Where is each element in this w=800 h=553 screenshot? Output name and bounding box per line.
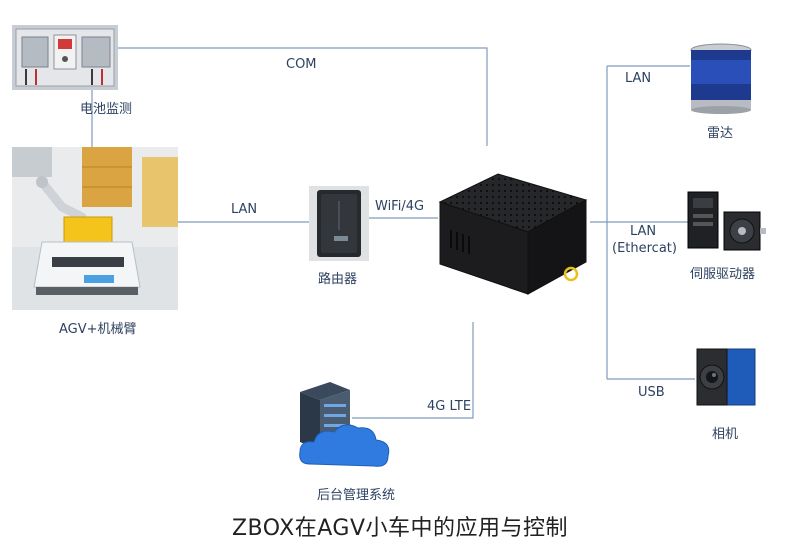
servo-label: 伺服驱动器: [690, 267, 756, 282]
router-label: 路由器: [318, 272, 358, 287]
wifi-link-label: WiFi/4G: [375, 199, 425, 214]
zbox-minipc-icon: [436, 170, 592, 298]
server-cloud-icon: [292, 380, 396, 472]
lan-lidar-link-label: LAN: [625, 71, 652, 86]
battery-panel-image: [12, 25, 118, 90]
ethercat-link-label: (Ethercat): [612, 241, 677, 256]
lte-line: [352, 322, 474, 419]
camera-icon: [695, 345, 757, 413]
com-link-label: COM: [286, 57, 317, 72]
server-label: 后台管理系统: [317, 488, 396, 503]
camera-label: 相机: [712, 427, 739, 442]
lidar-icon: [688, 42, 754, 114]
servo-drive-icon: [684, 188, 768, 254]
lidar-label: 雷达: [707, 126, 734, 141]
lan-agv-link-label: LAN: [231, 202, 258, 217]
battery-label: 电池监测: [80, 102, 133, 117]
lte-link-label: 4G LTE: [427, 399, 472, 414]
usb-link-label: USB: [638, 385, 665, 400]
router-icon: [309, 186, 369, 261]
lan-servo-link-label: LAN: [630, 224, 657, 239]
agv-robot-arm-image: [12, 147, 178, 310]
agv-label: AGV+机械臂: [59, 322, 137, 337]
com-line: [118, 47, 488, 146]
diagram-title: ZBOX在AGV小车中的应用与控制: [231, 516, 569, 541]
